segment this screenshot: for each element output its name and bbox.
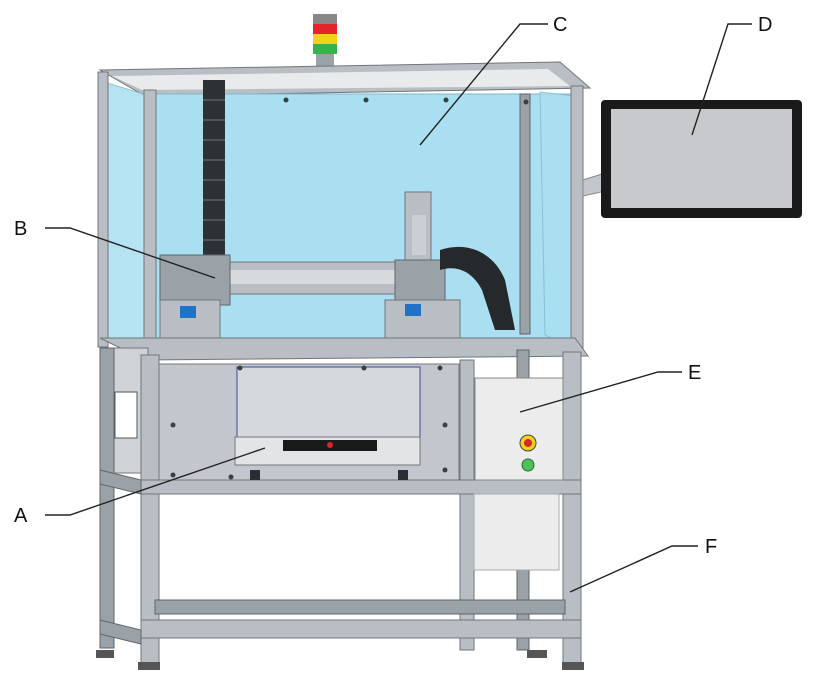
post-right-back bbox=[519, 93, 531, 335]
top-frame-inner bbox=[112, 69, 570, 90]
leader-b bbox=[45, 227, 216, 279]
foot-3 bbox=[527, 650, 547, 658]
post-right-front bbox=[570, 85, 584, 353]
glass-side-panel bbox=[103, 81, 151, 351]
leader-a bbox=[45, 447, 266, 516]
drawer-indicator bbox=[327, 442, 333, 448]
z-axis-carriage bbox=[394, 259, 446, 301]
bottom-crossbar-back bbox=[154, 599, 566, 615]
beacon-red-light bbox=[313, 24, 337, 34]
signal-beacon bbox=[313, 14, 337, 66]
side-crossbar bbox=[99, 469, 142, 495]
glass-right-panel bbox=[539, 91, 576, 351]
lower-front-panel bbox=[158, 363, 460, 481]
drawer-foot-right bbox=[398, 470, 408, 480]
rail-right bbox=[384, 299, 461, 341]
monitor-screen bbox=[611, 109, 792, 208]
monitor bbox=[582, 100, 802, 218]
upper-frame bbox=[98, 61, 592, 97]
vertical-cable-chain bbox=[203, 80, 225, 280]
middle-crossbar bbox=[140, 479, 582, 495]
enclosure-posts bbox=[97, 71, 584, 353]
cabinet-upper bbox=[474, 377, 564, 481]
leader-lines bbox=[45, 23, 752, 593]
post-left-front bbox=[143, 89, 157, 353]
beacon-cap bbox=[313, 14, 337, 24]
bottom-crossbar bbox=[140, 619, 582, 639]
label-e: E bbox=[688, 362, 701, 384]
beacon-green-light bbox=[313, 44, 337, 54]
label-a: A bbox=[14, 505, 28, 527]
z-axis-motor bbox=[412, 215, 426, 255]
drawer-housing bbox=[236, 366, 421, 438]
leg-back-left bbox=[99, 347, 115, 649]
rail-left-block bbox=[180, 306, 196, 318]
callout-labels: A B C D E F bbox=[14, 14, 772, 558]
gantry-beam-face bbox=[230, 270, 410, 284]
label-b: B bbox=[14, 218, 27, 240]
beacon-yellow-light bbox=[313, 34, 337, 44]
side-crossbar-bottom bbox=[99, 619, 142, 645]
cabinet-lower bbox=[473, 493, 560, 571]
gantry bbox=[159, 191, 515, 330]
rail-right-block bbox=[405, 304, 421, 316]
cable-chain-right bbox=[440, 246, 515, 330]
start-button bbox=[521, 458, 535, 472]
drawer-foot-left bbox=[250, 470, 260, 480]
control-cabinet bbox=[473, 377, 564, 571]
emergency-stop-core bbox=[524, 439, 532, 447]
label-c: C bbox=[553, 14, 567, 36]
work-table bbox=[99, 337, 589, 361]
leg-front-left bbox=[140, 354, 160, 666]
frame-bolts bbox=[170, 97, 529, 480]
leader-c bbox=[419, 23, 548, 146]
leader-d bbox=[691, 23, 752, 136]
beacon-base bbox=[316, 54, 334, 66]
foot-1 bbox=[96, 650, 114, 658]
side-panel-label bbox=[114, 391, 138, 439]
foot-4 bbox=[562, 662, 584, 670]
post-left-back bbox=[97, 71, 109, 348]
leader-f bbox=[569, 545, 698, 593]
leader-e bbox=[519, 371, 682, 413]
label-f: F bbox=[705, 536, 717, 558]
foot-2 bbox=[138, 662, 160, 670]
label-d: D bbox=[758, 14, 772, 36]
